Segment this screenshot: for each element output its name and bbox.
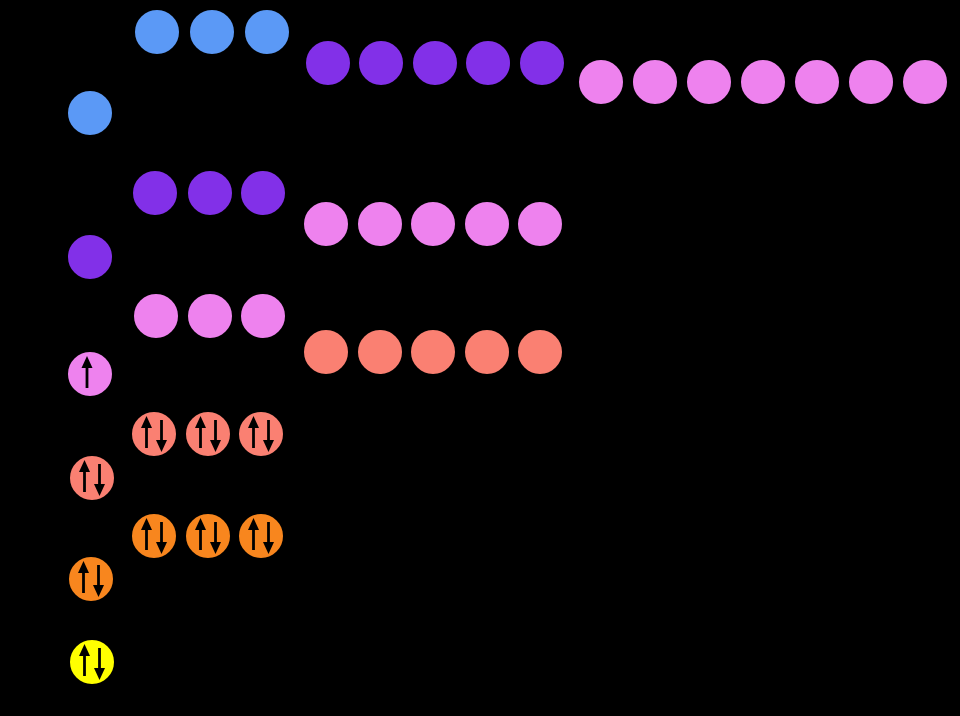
orbital-6s-circle-1: [65, 88, 115, 138]
spin-down-arrow-icon: [210, 420, 221, 452]
orbital-5d-circle-5: [517, 38, 567, 88]
spin-down-arrow-icon: [94, 648, 105, 680]
orbital-4p-circle-3: [238, 291, 288, 341]
orbital-6p-circle-1: [132, 7, 182, 57]
orbital-3d-circle-4: [462, 327, 512, 377]
orbital-4s-circle-1: [65, 349, 115, 399]
spin-down-arrow-icon: [93, 565, 104, 597]
spin-down-arrow-icon: [263, 522, 274, 554]
orbital-3s-circle-1: [67, 453, 117, 503]
orbital-5p-circle-2: [185, 168, 235, 218]
spin-up-arrow-icon: [79, 644, 90, 676]
orbital-2p-circle-2: [183, 511, 233, 561]
orbital-4f-circle-4: [738, 57, 788, 107]
orbital-3d-circle-3: [408, 327, 458, 377]
spin-up-arrow-icon: [248, 416, 259, 448]
orbital-5d-circle-3: [410, 38, 460, 88]
orbital-4f-circle-3: [684, 57, 734, 107]
spin-down-arrow-icon: [210, 522, 221, 554]
orbital-4d-circle-4: [462, 199, 512, 249]
orbital-4d-circle-2: [355, 199, 405, 249]
spin-up-arrow-icon: [79, 460, 90, 492]
orbital-2p-circle-1: [129, 511, 179, 561]
orbital-5p-circle-3: [238, 168, 288, 218]
orbital-6p-circle-3: [242, 7, 292, 57]
orbital-4d-circle-3: [408, 199, 458, 249]
orbital-4d-circle-1: [301, 199, 351, 249]
orbital-3p-circle-3: [236, 409, 286, 459]
orbital-4f-circle-1: [576, 57, 626, 107]
orbital-2p-circle-3: [236, 511, 286, 561]
orbital-3d-circle-1: [301, 327, 351, 377]
spin-up-arrow-icon: [248, 518, 259, 550]
orbital-3d-circle-5: [515, 327, 565, 377]
orbital-4f-circle-6: [846, 57, 896, 107]
orbital-4f-circle-2: [630, 57, 680, 107]
orbital-4d-circle-5: [515, 199, 565, 249]
orbital-5d-circle-1: [303, 38, 353, 88]
orbital-4p-circle-1: [131, 291, 181, 341]
orbital-5d-circle-2: [356, 38, 406, 88]
spin-up-arrow-icon: [81, 356, 93, 388]
orbital-4f-circle-5: [792, 57, 842, 107]
orbital-3p-circle-2: [183, 409, 233, 459]
spin-down-arrow-icon: [156, 522, 167, 554]
orbital-3d-circle-2: [355, 327, 405, 377]
spin-down-arrow-icon: [156, 420, 167, 452]
orbital-5p-circle-1: [130, 168, 180, 218]
spin-up-arrow-icon: [78, 561, 89, 593]
orbital-4f-circle-7: [900, 57, 950, 107]
spin-down-arrow-icon: [263, 420, 274, 452]
orbital-5d-circle-4: [463, 38, 513, 88]
orbital-3p-circle-1: [129, 409, 179, 459]
spin-up-arrow-icon: [141, 416, 152, 448]
spin-up-arrow-icon: [195, 518, 206, 550]
orbital-6p-circle-2: [187, 7, 237, 57]
spin-down-arrow-icon: [94, 464, 105, 496]
orbital-2s-circle-1: [66, 554, 116, 604]
orbital-1s-circle-1: [67, 637, 117, 687]
spin-up-arrow-icon: [195, 416, 206, 448]
spin-up-arrow-icon: [141, 518, 152, 550]
orbital-5s-circle-1: [65, 232, 115, 282]
orbital-4p-circle-2: [185, 291, 235, 341]
